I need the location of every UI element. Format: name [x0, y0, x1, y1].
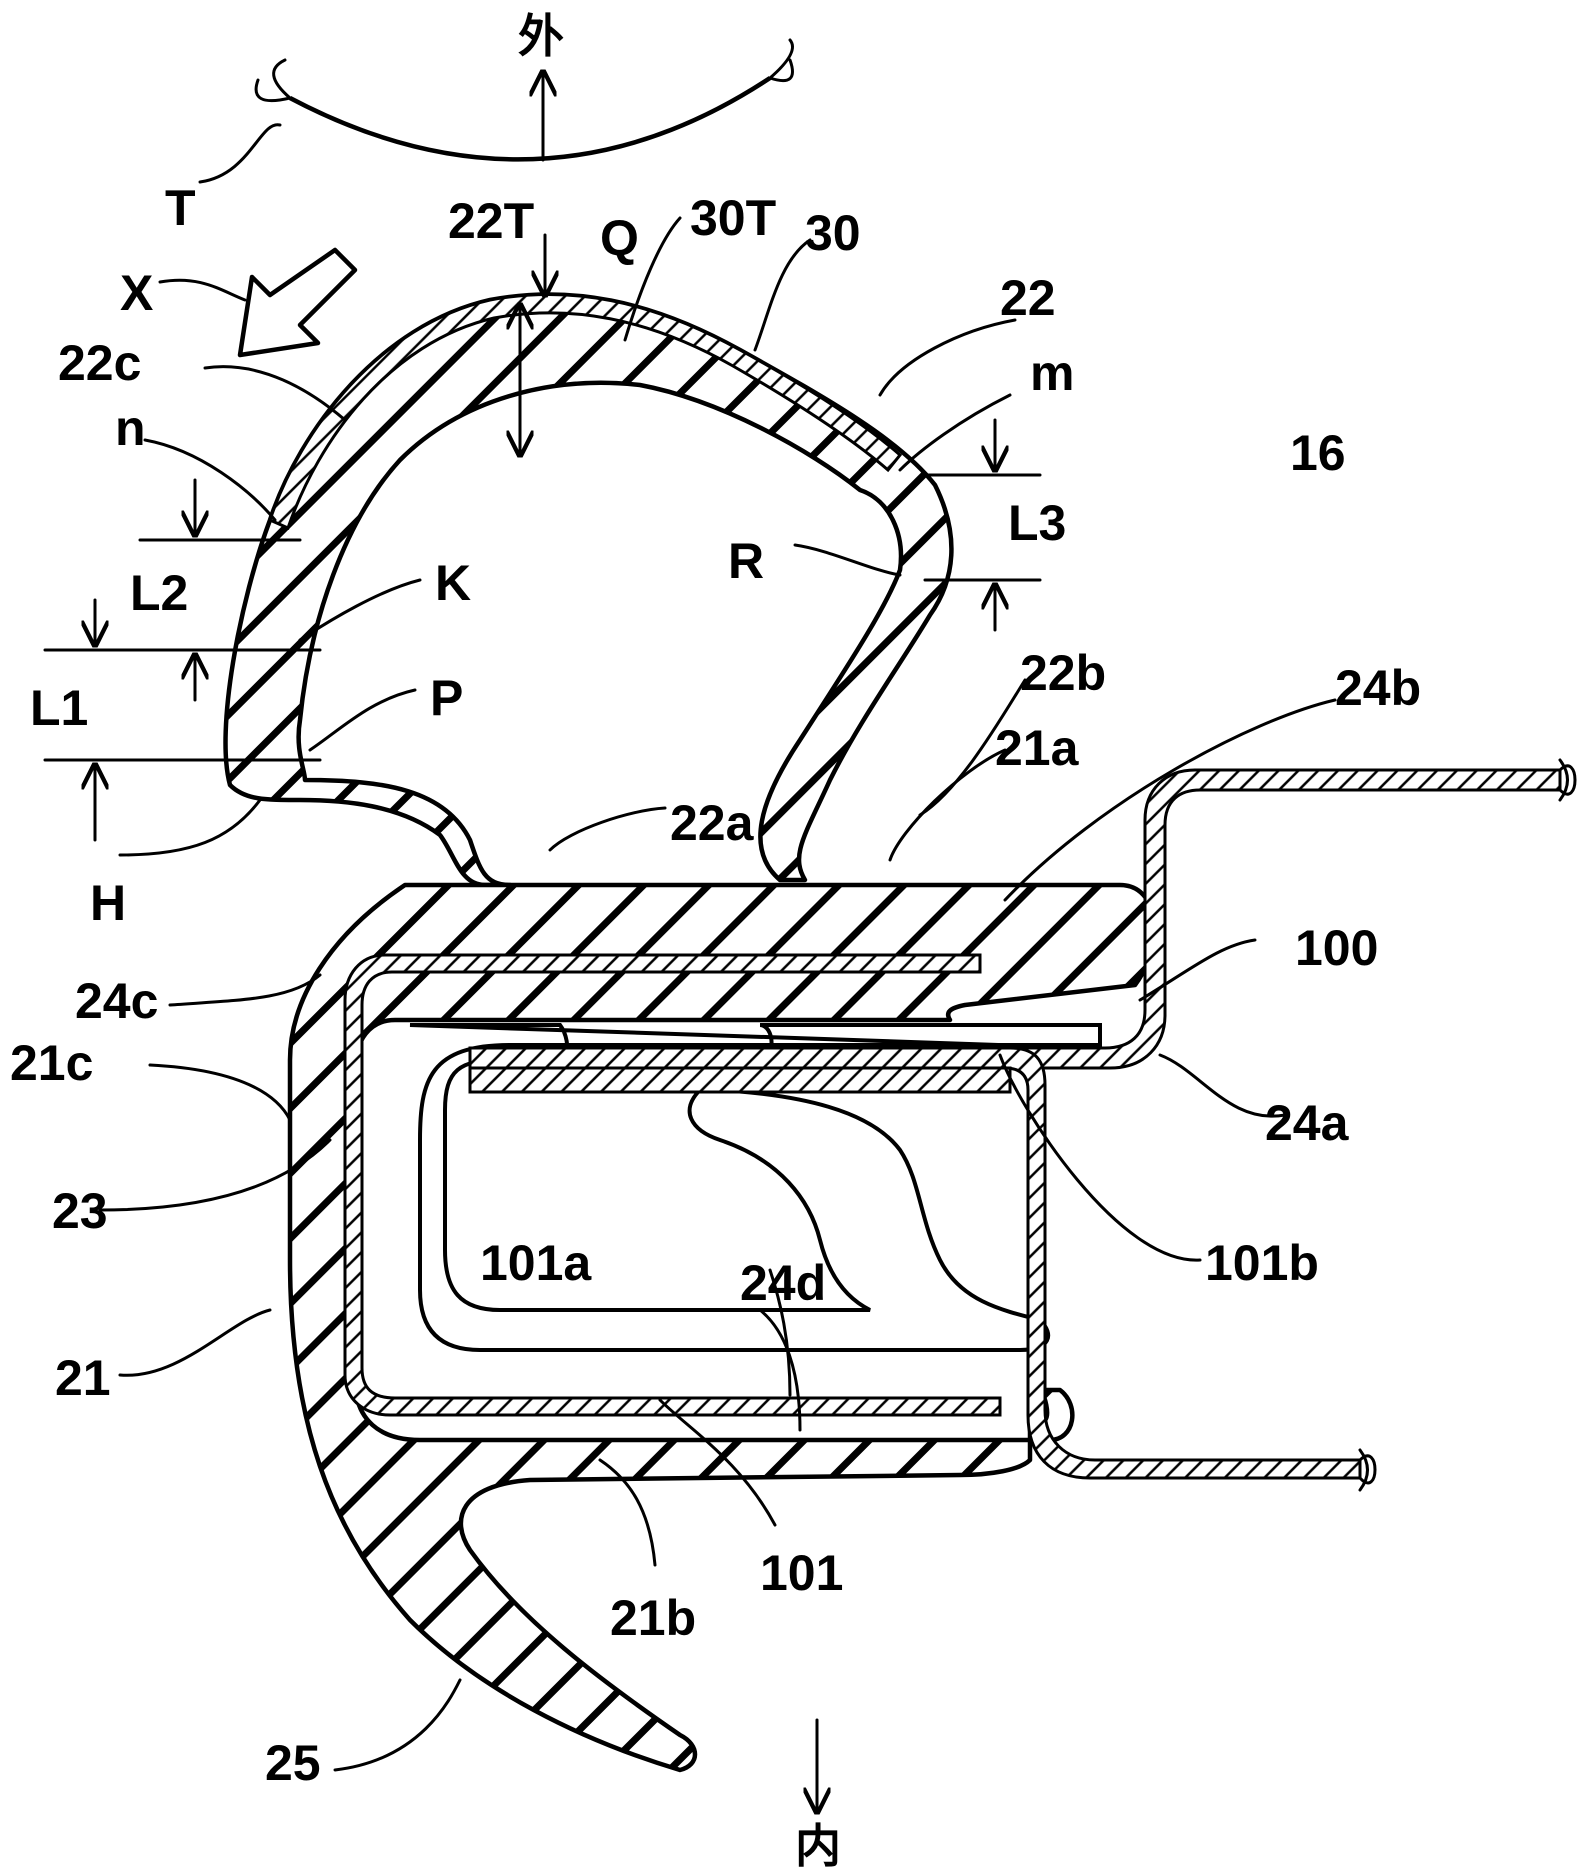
- label-n: n: [115, 400, 146, 456]
- label-24c: 24c: [75, 973, 158, 1029]
- label-24d: 24d: [740, 1255, 826, 1311]
- label-outer: 外: [518, 9, 564, 63]
- label-R: R: [728, 533, 764, 589]
- label-30T: 30T: [690, 190, 776, 246]
- label-100: 100: [1295, 920, 1378, 976]
- label-L3: L3: [1008, 495, 1066, 551]
- label-22b: 22b: [1020, 645, 1106, 701]
- label-L2: L2: [130, 565, 188, 621]
- label-21a: 21a: [995, 720, 1080, 776]
- label-K: K: [435, 555, 471, 611]
- base-portion-21: [290, 885, 1154, 1770]
- label-m: m: [1030, 345, 1074, 401]
- label-H: H: [90, 875, 126, 931]
- label-Q: Q: [600, 210, 639, 266]
- label-101: 101: [760, 1545, 843, 1601]
- label-22: 22: [1000, 270, 1056, 326]
- label-101a: 101a: [480, 1235, 592, 1291]
- hollow-seal-portion-22: [226, 294, 952, 885]
- label-16: 16: [1290, 425, 1346, 481]
- label-21c: 21c: [10, 1035, 93, 1091]
- label-L1: L1: [30, 680, 88, 736]
- label-22T: 22T: [448, 193, 534, 249]
- pressing-direction-arrow-X: [240, 250, 355, 355]
- label-P: P: [430, 670, 463, 726]
- label-T: T: [165, 180, 196, 236]
- label-24a: 24a: [1265, 1095, 1350, 1151]
- label-21: 21: [55, 1350, 111, 1406]
- label-30: 30: [805, 205, 861, 261]
- label-inner: 内: [795, 1819, 841, 1873]
- label-101b: 101b: [1205, 1235, 1319, 1291]
- label-22c: 22c: [58, 335, 141, 391]
- label-22a: 22a: [670, 795, 755, 851]
- label-21b: 21b: [610, 1590, 696, 1646]
- label-23: 23: [52, 1183, 108, 1239]
- label-25: 25: [265, 1735, 321, 1791]
- label-X: X: [120, 265, 153, 321]
- label-24b: 24b: [1335, 660, 1421, 716]
